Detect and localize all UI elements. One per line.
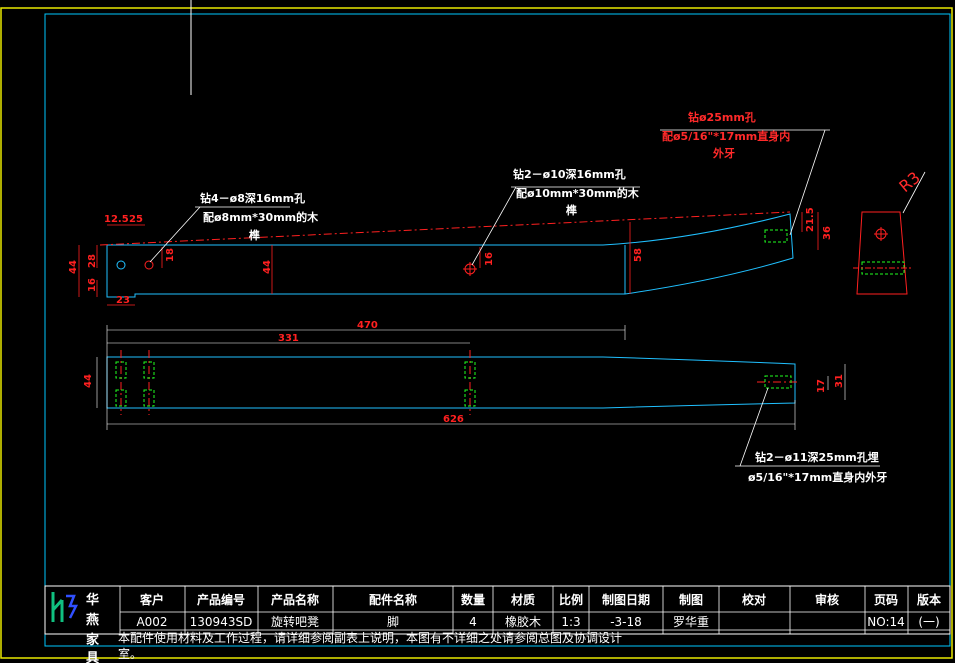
top-view-dimensions: [78, 212, 819, 306]
bottom-view-hidden-holes: [115, 361, 792, 407]
dim-44-bottom: 44: [83, 374, 94, 388]
title-block-header-cell: 材质: [510, 592, 535, 607]
dim-626: 626: [443, 414, 464, 425]
title-block-header-cell: 配件名称: [369, 592, 417, 607]
brand-char-1: 华: [86, 592, 99, 608]
bottom-callout-leader: [735, 387, 880, 467]
callout-drill-25-line1: 钻ø25mm孔: [688, 110, 756, 124]
title-block-value-cell: -3-18: [610, 615, 642, 629]
top-view-center-line: [99, 211, 791, 246]
dim-331: 331: [278, 333, 299, 344]
title-block-value-cell: 旋转吧凳: [271, 614, 319, 629]
bottom-callout-line2: ø5/16"*17mm直身内外牙: [748, 470, 887, 484]
callout-drill-2-line1: 钻2－ø10深16mm孔: [513, 167, 626, 181]
title-block-header-cell: 校对: [742, 592, 766, 607]
dim-44-mid: 44: [262, 260, 273, 274]
end-view-r-leader: [902, 171, 926, 214]
callout-drill-25-line2: 配ø5/16"*17mm直身内: [662, 129, 790, 143]
title-block-values: A002 130943SD 旋转吧凳 脚 4 橡胶木 1:3 -3-18 罗华重 NO:14 (一): [136, 614, 939, 629]
title-block-header-cell: 版本: [917, 592, 941, 607]
sheet-frame: [0, 7, 953, 659]
top-view: 12.5 25 44 28 16 23 18 44 16 58 21.5 36 …: [68, 110, 833, 306]
callout-drill-2-line2: 配ø10mm*30mm的木: [516, 186, 640, 200]
title-block-header-cell: 制图: [679, 592, 703, 607]
dim-31: 31: [834, 374, 845, 388]
title-block-header-cell: 产品名称: [271, 592, 319, 607]
drawing-border: [44, 13, 951, 647]
title-block-note-line2: 室。: [118, 646, 142, 661]
title-block-header-cell: 数量: [461, 592, 485, 607]
dim-12-5: 12.5: [104, 214, 129, 225]
bottom-view: 470 331 44 626 17 31 钻2－ø11深25mm孔埋 ø5/16…: [83, 320, 887, 484]
dim-18: 18: [165, 248, 176, 262]
dim-23: 23: [116, 295, 130, 306]
end-view: R3: [853, 168, 926, 295]
title-block-value-cell: 橡胶木: [505, 614, 541, 629]
bottom-callout-line1: 钻2－ø11深25mm孔埋: [755, 450, 879, 464]
title-block-frame: [44, 585, 951, 635]
bottom-view-dim-lines: [96, 325, 846, 430]
brand-char-3: 家: [86, 632, 100, 648]
title-block-header-cell: 制图日期: [602, 592, 650, 607]
dim-16-b: 16: [484, 252, 495, 266]
title-block-note-line1: 本配件使用材料及工作过程，请详细参阅副表上说明，本图有不详细之处请参阅总图及协调…: [118, 630, 622, 645]
radius-label: R3: [895, 168, 924, 196]
hole-left-b: [144, 260, 154, 270]
title-block-header-cell: 比例: [559, 592, 583, 607]
hole-left-a: [116, 260, 126, 270]
brand-char-2: 燕: [86, 612, 99, 628]
title-block-value-cell: 脚: [387, 614, 399, 629]
dim-25: 25: [129, 214, 143, 225]
callout-drill-2-line3: 榫: [565, 203, 577, 217]
title-block: 华 燕 家 具 客户 产品编号 产品名称 配件名称 数量 材质 比例 制图日期 制图 校对 审核 页码…: [44, 585, 951, 663]
title-block-header-cell: 审核: [815, 592, 839, 607]
title-block-value-cell: 罗华重: [673, 615, 709, 629]
bottom-view-centers: [120, 350, 800, 415]
title-block-header-cell: 客户: [139, 592, 164, 607]
dim-36: 36: [822, 226, 833, 240]
end-view-outline: [856, 211, 908, 295]
title-block-value-cell: NO:14: [867, 615, 905, 629]
title-block-value-cell: 130943SD: [190, 615, 253, 629]
title-block-value-cell: 4: [469, 615, 477, 629]
title-block-header-cell: 页码: [874, 593, 898, 607]
callout-drill-4-line3: 榫: [248, 228, 260, 242]
dim-17: 17: [816, 379, 827, 393]
bottom-view-outline: [106, 356, 796, 409]
callout-leaders: [149, 129, 830, 266]
dim-16: 16: [87, 278, 98, 292]
title-block-value-cell: (一): [918, 615, 939, 629]
callout-drill-4-line1: 钻4－ø8深16mm孔: [200, 191, 305, 205]
callout-drill-4-line2: 配ø8mm*30mm的木: [203, 210, 319, 224]
brand-char-4: 具: [86, 651, 99, 663]
title-block-headers: 客户 产品编号 产品名称 配件名称 数量 材质 比例 制图日期 制图 校对 审核 页码 版本: [139, 592, 941, 607]
title-block-header-cell: 产品编号: [197, 592, 245, 607]
top-view-outline: [106, 213, 794, 298]
dim-58: 58: [633, 248, 644, 262]
company-logo: [51, 592, 79, 622]
title-block-grid: [119, 586, 950, 634]
dim-44-left: 44: [68, 260, 79, 274]
dim-470: 470: [357, 320, 378, 331]
title-block-value-cell: 1:3: [561, 615, 580, 629]
dim-21-5: 21.5: [805, 207, 816, 232]
title-block-value-cell: A002: [136, 615, 167, 629]
callout-drill-25-line3: 外牙: [712, 146, 735, 160]
dim-28: 28: [87, 254, 98, 268]
end-hole-hidden: [764, 229, 788, 243]
